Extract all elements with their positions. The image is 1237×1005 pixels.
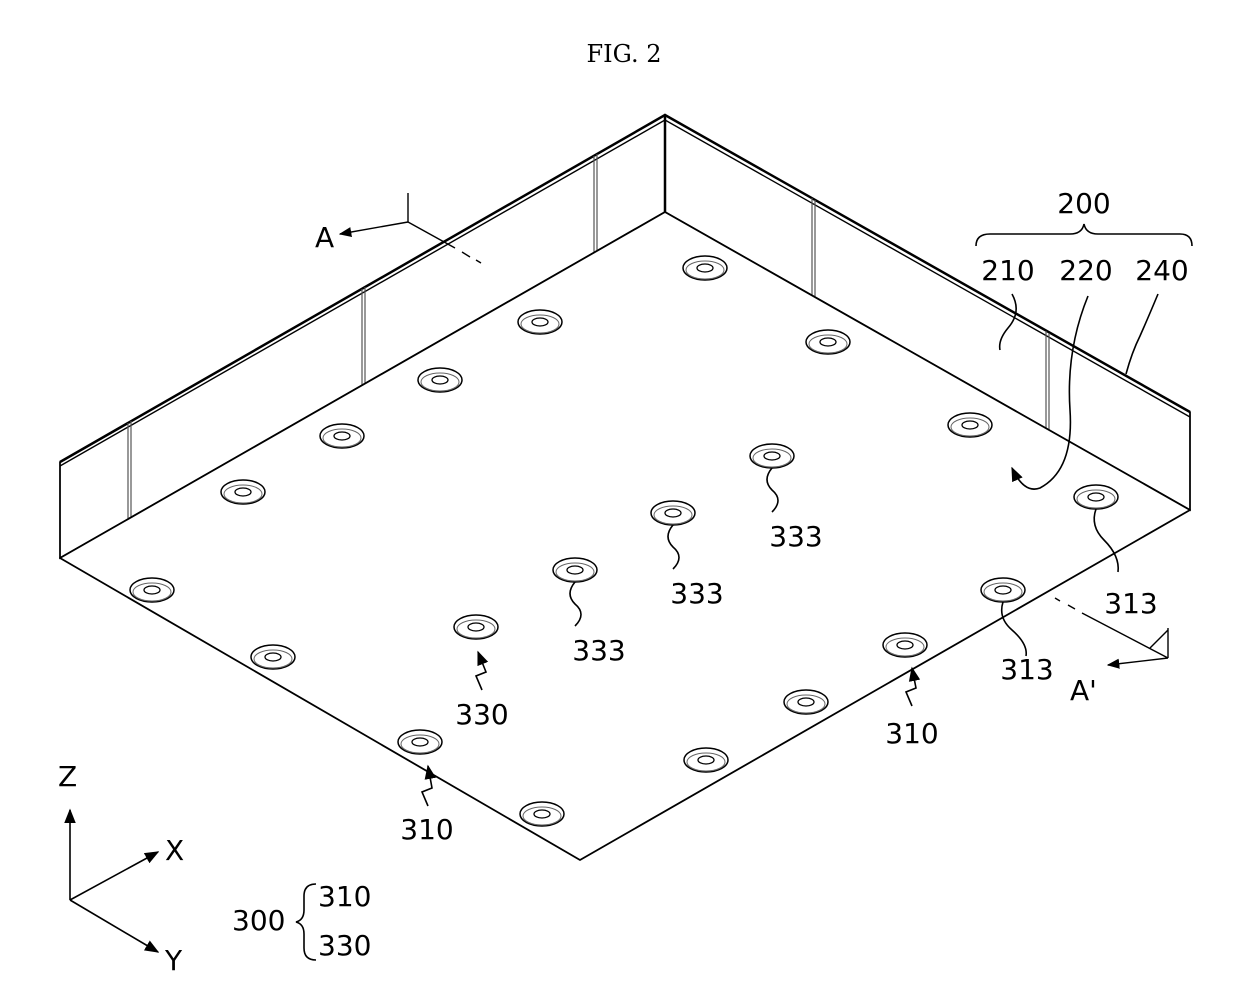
axis-x: [70, 852, 158, 900]
pin: [806, 330, 850, 354]
brace-300: [296, 884, 316, 960]
legend-310: 310: [318, 880, 371, 913]
pin: [981, 578, 1025, 602]
ref-310-a: 310: [400, 813, 453, 846]
ref-333-c: 333: [572, 634, 625, 667]
ref-313-b: 313: [1000, 653, 1053, 686]
ref-313-a: 313: [1104, 587, 1157, 620]
pin: [948, 413, 992, 437]
pin: [784, 690, 828, 714]
pin: [1074, 485, 1118, 509]
pin: [750, 444, 794, 468]
base-plate: [60, 212, 1190, 860]
pin: [684, 748, 728, 772]
legend-300: 300 310 330: [232, 880, 371, 962]
pin: [651, 501, 695, 525]
ref-210: 210: [981, 254, 1034, 287]
ref-240: 240: [1135, 254, 1188, 287]
figure-title: FIG. 2: [587, 40, 662, 68]
brace-200: [976, 224, 1192, 246]
legend-330: 330: [318, 929, 371, 962]
axis-z-label: Z: [58, 760, 77, 793]
section-a-label: A: [315, 221, 334, 254]
ref-333-b: 333: [670, 577, 723, 610]
pin: [454, 615, 498, 639]
pin: [518, 310, 562, 334]
pin: [520, 802, 564, 826]
pin: [418, 368, 462, 392]
axis-y-label: Y: [164, 944, 183, 977]
ref-330: 330: [455, 698, 508, 731]
section-a-prime-label: A': [1070, 674, 1097, 707]
pin: [883, 633, 927, 657]
pin: [221, 480, 265, 504]
pin: [320, 424, 364, 448]
ref-300: 300: [232, 904, 285, 937]
leader-240: [1126, 294, 1158, 374]
leader-310-b: [906, 668, 916, 706]
pin: [553, 558, 597, 582]
pin: [251, 645, 295, 669]
ref-220: 220: [1059, 254, 1112, 287]
axis-y: [70, 900, 158, 952]
axis-x-label: X: [165, 834, 184, 867]
pin: [683, 256, 727, 280]
ref-333-a: 333: [769, 520, 822, 553]
pin: [398, 730, 442, 754]
ref-310-b: 310: [885, 717, 938, 750]
ref-200: 200: [1057, 187, 1110, 220]
pin: [130, 578, 174, 602]
coordinate-axes: Z X Y: [58, 760, 184, 977]
